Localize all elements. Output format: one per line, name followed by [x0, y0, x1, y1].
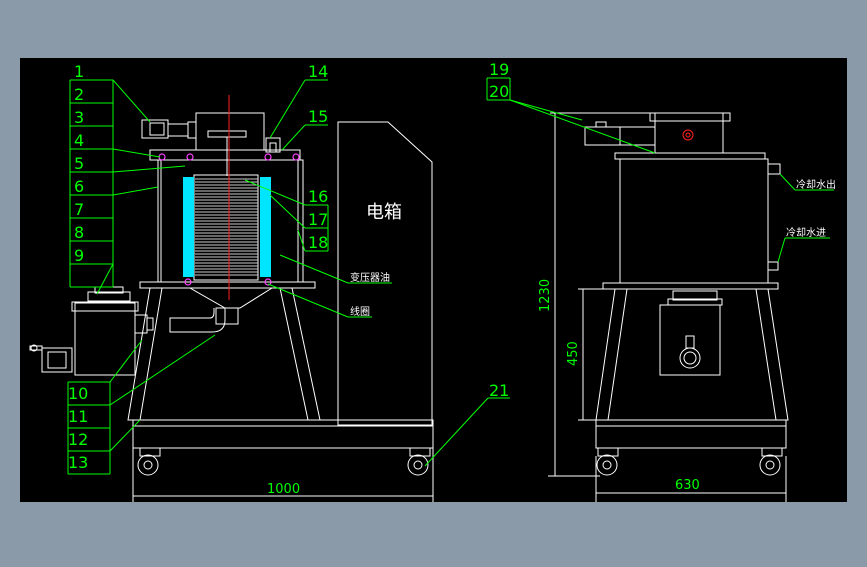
- part-number-15: 15: [308, 107, 328, 126]
- part-number-3: 3: [74, 108, 84, 127]
- part-number-2: 2: [74, 85, 84, 104]
- coil-windings: [195, 178, 258, 276]
- front-caster-left: [137, 447, 161, 476]
- side-caster-left: [596, 447, 619, 476]
- part-number-10: 10: [68, 384, 88, 403]
- part-number-21: 21: [489, 381, 509, 400]
- base-height-dimension: 450: [566, 341, 581, 366]
- part-number-4: 4: [74, 131, 84, 150]
- coil-right: [260, 177, 271, 277]
- side-base-frame: [595, 419, 787, 449]
- control-box-label: 电箱: [366, 202, 402, 223]
- transformer-oil-label: 变压器油: [350, 271, 390, 284]
- part-number-5: 5: [74, 154, 84, 173]
- part-number-11: 11: [68, 407, 88, 426]
- pump-body: [74, 302, 136, 376]
- side-leg-right: [755, 288, 789, 421]
- side-cylinder: [659, 304, 721, 376]
- front-view: [29, 112, 434, 476]
- side-view: [584, 112, 789, 476]
- base-frame: [132, 419, 434, 449]
- side-caster-right: [759, 447, 783, 476]
- part-number-19: 19: [489, 60, 509, 79]
- coil-label: 线圈: [350, 305, 370, 318]
- side-width-dimension: 630: [675, 478, 700, 493]
- part-number-20: 20: [489, 82, 509, 101]
- cooling-water-out-label: 冷却水出: [796, 178, 836, 191]
- part-number-8: 8: [74, 223, 84, 242]
- annotation-labels: 电箱 变压器油 线圈 冷却水出 冷却水进: [350, 178, 836, 318]
- part-number-7: 7: [74, 200, 84, 219]
- dimension-labels: 1000 630 1230 450: [267, 279, 700, 497]
- part-number-12: 12: [68, 430, 88, 449]
- part-number-1: 1: [74, 62, 84, 81]
- cooling-water-in-label: 冷却水进: [786, 226, 826, 239]
- flange-bolts: [158, 153, 300, 286]
- coil-left: [183, 177, 194, 277]
- part-number-6: 6: [74, 177, 84, 196]
- control-box: [337, 121, 433, 426]
- front-caster-right: [407, 447, 431, 476]
- part-numbers: 1 2 3 4 5 6 7 8 9 10 11 12 13 14 15 16 1…: [68, 60, 509, 472]
- part-number-16: 16: [308, 187, 328, 206]
- part-number-14: 14: [308, 62, 328, 81]
- part-number-18: 18: [308, 233, 328, 252]
- front-width-dimension: 1000: [267, 482, 300, 497]
- motor: [41, 347, 73, 373]
- leader-lines: [67, 77, 834, 475]
- part-number-13: 13: [68, 453, 88, 472]
- part-number-17: 17: [308, 210, 328, 229]
- part-number-9: 9: [74, 246, 84, 265]
- total-height-dimension: 1230: [538, 279, 553, 312]
